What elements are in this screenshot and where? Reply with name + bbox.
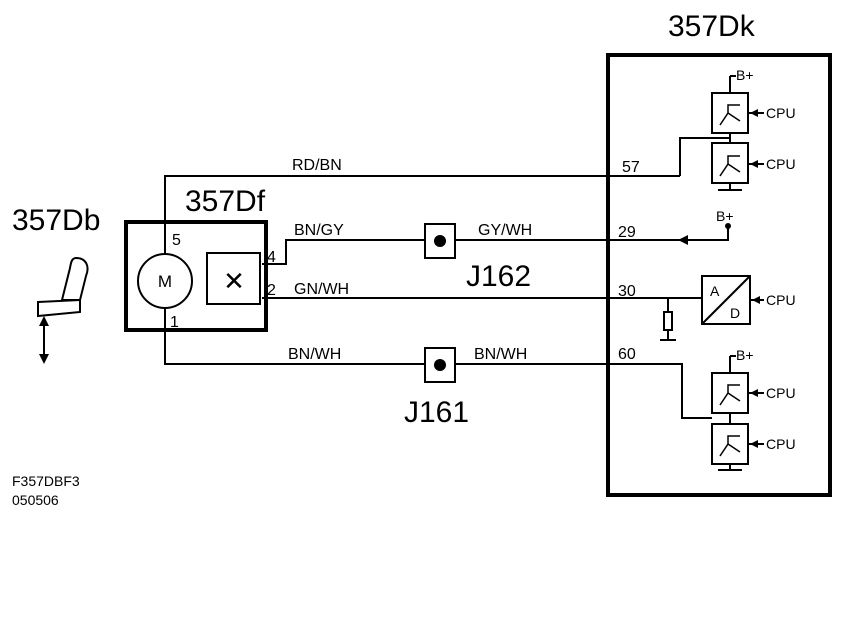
connector-j161	[424, 347, 456, 383]
footer-code: F357DBF3	[12, 473, 80, 489]
cpu-4-label: CPU	[766, 385, 796, 401]
wire-rd-bn-label: RD/BN	[292, 157, 342, 174]
wire-bn-gy-label: BN/GY	[294, 222, 344, 239]
connector-j161-pin	[434, 359, 446, 371]
cpu-3-label: CPU	[766, 292, 796, 308]
low-side-driver-top	[679, 133, 764, 191]
connector-j162	[424, 223, 456, 259]
ad-converter	[701, 275, 764, 325]
motor-unit-box	[124, 220, 268, 332]
ad-a-label: A	[710, 283, 720, 299]
motor-unit-label: 357Df	[185, 185, 266, 218]
ad-d-label: D	[730, 305, 740, 321]
pin-4-label: 4	[267, 249, 276, 266]
control-module-box	[606, 53, 832, 497]
bplus-bottom-label: B+	[736, 347, 754, 363]
pin-57-label: 57	[622, 159, 640, 176]
connector-j162-pin	[434, 235, 446, 247]
footer-date: 050506	[12, 492, 59, 508]
pin-30-resistor	[660, 298, 676, 341]
pin-1-label: 1	[170, 314, 179, 331]
bplus-29-label: B+	[716, 208, 734, 224]
pin-29-label: 29	[618, 224, 636, 241]
pin-29-pullup	[678, 223, 731, 245]
high-side-driver-top	[711, 75, 764, 134]
cpu-5-label: CPU	[766, 436, 796, 452]
wire-rd-bn	[164, 175, 680, 226]
pin-5-label: 5	[172, 232, 181, 249]
seat-icon	[37, 256, 89, 364]
low-side-driver-bottom	[711, 413, 764, 471]
connector-j161-label: J161	[404, 396, 469, 429]
connector-j162-label: J162	[466, 260, 531, 293]
position-sensor-symbol: ✕	[223, 266, 245, 296]
wire-gn-wh-label: GN/WH	[294, 281, 349, 298]
wire-bn-wh-right	[455, 363, 712, 419]
pin-30-label: 30	[618, 283, 636, 300]
cpu-1-label: CPU	[766, 105, 796, 121]
control-module-label: 357Dk	[668, 10, 756, 43]
position-sensor-box	[206, 252, 261, 305]
pin-2-label: 2	[267, 282, 276, 299]
pin-60-label: 60	[618, 346, 636, 363]
seat-label: 357Db	[12, 204, 100, 237]
motor-symbol-label: M	[158, 272, 172, 291]
high-side-driver-bottom	[711, 355, 764, 414]
wire-gy-wh-label: GY/WH	[478, 222, 532, 239]
bplus-top-label: B+	[736, 67, 754, 83]
wire-bn-wh-left-label: BN/WH	[288, 346, 341, 363]
wire-bn-wh-left	[164, 328, 425, 365]
cpu-2-label: CPU	[766, 156, 796, 172]
wire-bn-gy	[262, 239, 425, 265]
wire-bn-wh-right-label: BN/WH	[474, 346, 527, 363]
